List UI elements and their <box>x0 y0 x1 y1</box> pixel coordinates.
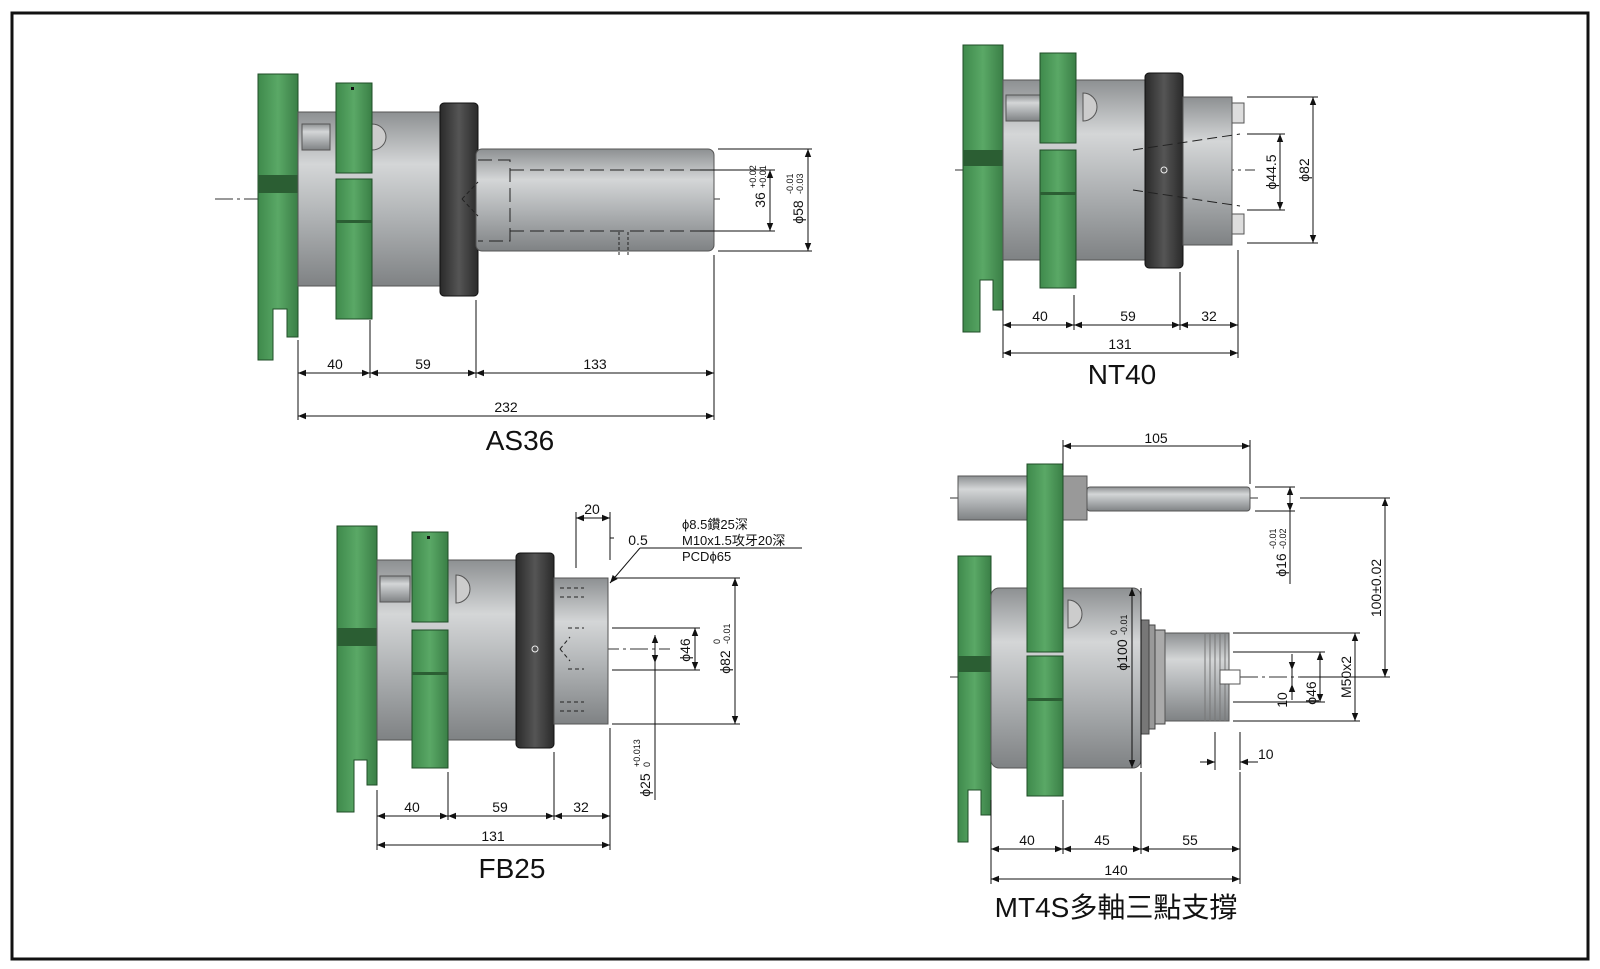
as36-dim-232: 232 <box>494 399 518 415</box>
as36-dim-dia36-tol-lo: +0.01 <box>758 165 768 188</box>
fb25-title: FB25 <box>479 853 546 884</box>
fb25-dim-dia25-tol-lo: 0 <box>642 762 652 767</box>
fb25-note-tap: M10x1.5攻牙20深 <box>682 533 785 548</box>
as36-collar <box>439 102 479 297</box>
fb25-dim-59: 59 <box>492 799 508 815</box>
as36-dim-dia36: 36 <box>752 192 768 208</box>
mt4s-dim-105: 105 <box>1144 430 1168 446</box>
fb25-collar <box>515 552 555 749</box>
fb25-dim-0-5: 0.5 <box>628 532 648 548</box>
nt40-base-plate <box>962 44 1004 333</box>
mt4s-base-plate <box>957 555 992 843</box>
nt40-dim-40: 40 <box>1032 308 1048 324</box>
mt4s-dim-dia16-tol-lo: -0.02 <box>1278 528 1288 549</box>
mt4s-dim-55: 55 <box>1182 832 1198 848</box>
nt40-title: NT40 <box>1088 359 1156 390</box>
mt4s-dim-100: 100±0.02 <box>1368 559 1384 618</box>
nt40-collar <box>1144 72 1184 269</box>
mt4s-dim-m50: M50x2 <box>1338 656 1354 698</box>
fb25-note-drill: ϕ8.5鑽25深 <box>682 517 748 532</box>
fb25-flange <box>553 577 609 725</box>
fb25-view: 20 0.5 ϕ8.5鑽25深 M10x1.5攻牙20深 PCDϕ65 ϕ46 … <box>336 501 802 884</box>
nt40-dim-59: 59 <box>1120 308 1136 324</box>
as36-dim-dia58: ϕ58 <box>790 200 806 224</box>
as36-dim-dia58-tol-lo: -0.03 <box>795 173 805 194</box>
mt4s-dim-45: 45 <box>1094 832 1110 848</box>
as36-base-plate <box>257 73 299 361</box>
mt4s-dim-10-width: 10 <box>1258 746 1274 762</box>
mt4s-dim-dia46: ϕ46 <box>1303 681 1319 705</box>
mt4s-thread <box>1164 632 1230 722</box>
mt4s-view: 105 ϕ16 -0.01 -0.02 100±0.02 ϕ100 0 -0.0… <box>950 430 1390 923</box>
mt4s-dim-dia100-tol-lo: -0.01 <box>1119 614 1129 635</box>
as36-clamp-bottom <box>335 178 373 320</box>
mt4s-dim-140: 140 <box>1104 862 1128 878</box>
nt40-dim-32: 32 <box>1201 308 1217 324</box>
as36-view: 40 59 133 232 36 +0.02 +0.01 ϕ58 -0.01 -… <box>215 73 812 456</box>
fb25-dim-dia25: ϕ25 <box>637 773 653 797</box>
mt4s-upper-bar <box>957 475 1033 521</box>
as36-dim-59: 59 <box>415 356 431 372</box>
nt40-dim-dia44: ϕ44.5 <box>1263 154 1279 189</box>
as36-shaft <box>475 148 715 252</box>
fb25-clamp-top <box>411 531 449 623</box>
fb25-dim-dia82-tol-up: 0 <box>712 639 722 644</box>
fb25-dim-32: 32 <box>573 799 589 815</box>
as36-dim-dia36-tol-up: +0.02 <box>748 165 758 188</box>
as36-dim-dia58-tol-up: -0.01 <box>785 173 795 194</box>
fb25-dim-20: 20 <box>584 501 600 517</box>
mt4s-dim-dia16: ϕ16 <box>1273 553 1289 577</box>
fb25-note-pcd: PCDϕ65 <box>682 549 731 564</box>
fb25-dim-dia25-tol-up: +0.013 <box>632 739 642 767</box>
mt4s-dim-dia100-tol-up: 0 <box>1109 630 1119 635</box>
as36-title: AS36 <box>486 425 555 456</box>
fb25-dim-dia82-tol-lo: -0.01 <box>722 623 732 644</box>
fb25-dim-dia46: ϕ46 <box>677 638 693 662</box>
as36-dim-133: 133 <box>583 356 607 372</box>
mt4s-dim-10-slot: 10 <box>1274 692 1290 708</box>
mt4s-dim-dia16-tol-up: -0.01 <box>1268 528 1278 549</box>
nt40-view: ϕ44.5 ϕ82 40 59 32 131 NT40 <box>955 44 1318 390</box>
nt40-clamp-top <box>1039 52 1077 144</box>
as36-clamp-top <box>335 82 373 174</box>
as36-dim-40: 40 <box>327 356 343 372</box>
nt40-dim-dia82: ϕ82 <box>1296 158 1312 182</box>
mt4s-arm <box>1026 463 1064 653</box>
nt40-dim-131: 131 <box>1108 336 1132 352</box>
fb25-dim-dia82: ϕ82 <box>717 650 733 674</box>
mt4s-dim-dia100: ϕ100 <box>1114 639 1130 670</box>
mt4s-dim-40: 40 <box>1019 832 1035 848</box>
fb25-dim-40: 40 <box>404 799 420 815</box>
drawing-frame <box>10 11 1590 961</box>
nt40-nose <box>1182 96 1233 246</box>
fb25-dim-131: 131 <box>481 828 505 844</box>
fb25-base-plate <box>336 525 378 813</box>
mt4s-title: MT4S多軸三點支撐 <box>995 892 1238 923</box>
